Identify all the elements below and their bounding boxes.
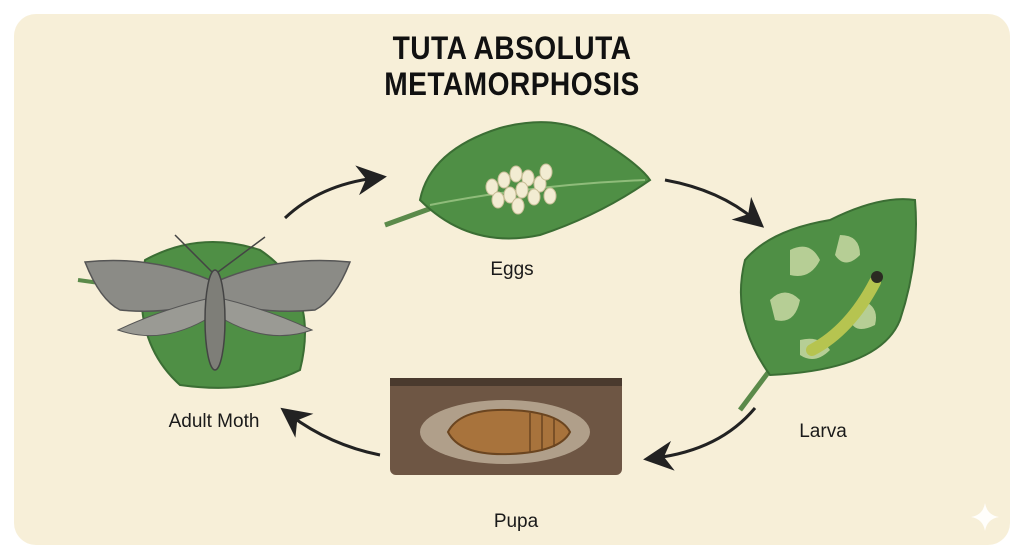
arrow-pupa-to-adult [280, 407, 381, 457]
label-pupa: Pupa [493, 511, 539, 532]
sparkle-icon [971, 503, 999, 531]
title-line-2: METAMORPHOSIS [384, 66, 640, 102]
label-adult-moth: Adult Moth [168, 411, 260, 432]
pupa-soil-illustration [390, 378, 622, 475]
larva-leaf-illustration [738, 198, 917, 412]
label-eggs: Eggs [490, 259, 534, 280]
arrow-eggs-to-larva [664, 178, 765, 228]
adult-moth-illustration [77, 234, 352, 389]
title-line-1: TUTA ABSOLUTA [392, 30, 632, 66]
arrow-larva-to-pupa [643, 407, 757, 471]
diagram-title: TUTA ABSOLUTA METAMORPHOSIS [61, 30, 962, 102]
eggs-leaf-illustration [384, 121, 652, 240]
arrow-adult-to-eggs [283, 165, 387, 220]
label-larva: Larva [799, 421, 847, 442]
